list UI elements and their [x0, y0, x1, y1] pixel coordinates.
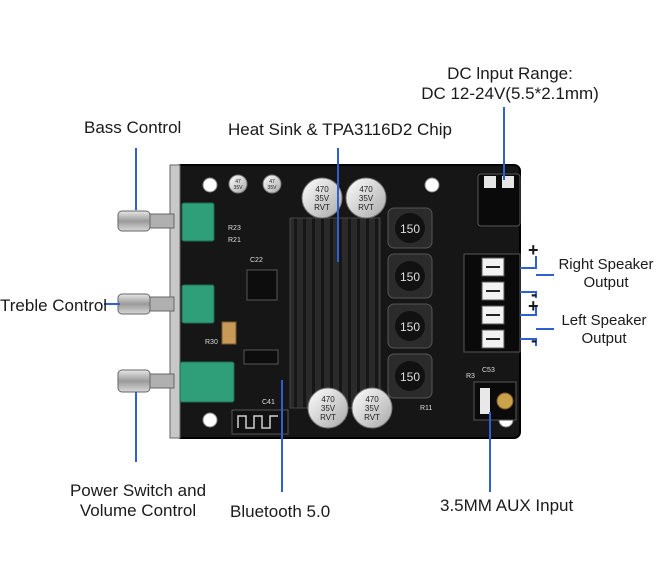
- ics: [221, 269, 279, 365]
- ic-chip: [246, 269, 278, 301]
- ref-label: C53: [482, 367, 495, 374]
- ic-chip: [243, 349, 279, 365]
- bass-control-label: Bass Control: [84, 118, 182, 137]
- svg-text:RVT: RVT: [364, 413, 380, 422]
- bluetooth-antenna: [231, 409, 289, 435]
- svg-text:47: 47: [269, 179, 275, 185]
- left-minus-line: [520, 338, 537, 346]
- inductor-value: 150: [400, 270, 420, 284]
- power-volume-label: Power Switch and Volume Control: [64, 481, 212, 521]
- bluetooth-label: Bluetooth 5.0: [230, 502, 331, 521]
- terminal-screw: [481, 281, 505, 301]
- dc-input-label: DC lnput Range: DC 12-24V(5.5*2.1mm): [420, 64, 600, 104]
- capacitor-top-right: 470 35V RVT: [345, 177, 387, 219]
- treble-pot: [181, 284, 215, 324]
- svg-text:RVT: RVT: [314, 203, 330, 212]
- svg-text:470: 470: [359, 185, 373, 194]
- power-volume-line-2: Volume Control: [79, 501, 197, 520]
- inductor: 150: [387, 207, 433, 249]
- inductor: 150: [387, 253, 433, 299]
- svg-text:470: 470: [321, 395, 335, 404]
- capacitor-small: 47 35V: [262, 174, 282, 194]
- terminal-screw: [481, 257, 505, 277]
- inductor-value: 150: [400, 222, 420, 236]
- terminal-screw: [481, 305, 505, 325]
- capacitor-bottom-right: 470 35V RVT: [351, 387, 393, 429]
- potentiometers: [179, 202, 235, 403]
- dc-jack: [477, 173, 521, 227]
- aux-jack: [473, 381, 517, 421]
- inductor-value: 150: [400, 320, 420, 334]
- dc-input-line-1: DC lnput Range:: [447, 64, 573, 83]
- treble-control-label: Treble Control: [0, 296, 108, 315]
- capacitor-top-left: 470 35V RVT: [301, 177, 343, 219]
- svg-text:35V: 35V: [234, 185, 244, 191]
- svg-text:35V: 35V: [365, 404, 380, 413]
- ref-label: C22: [250, 257, 263, 264]
- speaker-terminals: [463, 253, 521, 353]
- right-speaker-label: Right Speaker Output: [556, 256, 656, 292]
- right-speaker-line-1: Right Speaker: [558, 256, 654, 273]
- inductor: 150: [387, 353, 433, 399]
- left-speaker-line-1: Left Speaker: [561, 312, 647, 329]
- inductor-value: 150: [400, 370, 420, 384]
- terminal-screw: [481, 329, 505, 349]
- heatsink-label: Heat Sink & TPA3116D2 Chip: [228, 120, 452, 139]
- mount-hole: [202, 177, 218, 193]
- treble-knob: [117, 293, 175, 315]
- bass-pot: [181, 202, 215, 242]
- right-plus-sign: +: [528, 240, 539, 260]
- svg-text:470: 470: [365, 395, 379, 404]
- svg-text:35V: 35V: [268, 185, 278, 191]
- svg-text:47: 47: [235, 179, 241, 185]
- ref-label: R3: [466, 373, 475, 380]
- mount-hole: [202, 412, 218, 428]
- left-speaker-line-2: Output: [581, 330, 627, 347]
- left-minus-sign: -: [531, 330, 537, 350]
- capacitor-small: 47 35V: [228, 174, 248, 194]
- right-minus-sign: -: [531, 284, 537, 304]
- callout-lines: [104, 107, 554, 492]
- right-minus-line: [520, 291, 537, 298]
- left-plus-line: [520, 306, 537, 316]
- ref-label: R21: [228, 237, 241, 244]
- ref-label: R30: [205, 339, 218, 346]
- ref-label: R23: [228, 225, 241, 232]
- ref-label: C41: [262, 399, 275, 406]
- ref-label: R11: [420, 405, 432, 412]
- capacitor-bottom-left: 470 35V RVT: [307, 387, 349, 429]
- inductor: 150: [387, 303, 433, 349]
- volume-pot: [179, 361, 235, 403]
- svg-text:470: 470: [315, 185, 329, 194]
- aux-input-label: 3.5MM AUX Input: [440, 496, 574, 515]
- bass-knob: [117, 210, 175, 232]
- svg-text:35V: 35V: [359, 194, 374, 203]
- mount-hole: [424, 177, 440, 193]
- svg-text:35V: 35V: [315, 194, 330, 203]
- inductors: 150 150 150 150: [387, 207, 433, 399]
- power-volume-line-1: Power Switch and: [69, 481, 207, 500]
- capacitors: 470 35V RVT 470 35V RVT 470 35V RVT 470 …: [228, 174, 393, 429]
- resistor-array: [221, 321, 237, 345]
- left-speaker-label: Left Speaker Output: [556, 312, 652, 348]
- heat-sink: [289, 217, 381, 409]
- svg-text:RVT: RVT: [320, 413, 336, 422]
- silkscreen-labels: R23 R21 C22 R30 C41 R3 C53 R11: [205, 225, 495, 412]
- volume-knob: [117, 369, 175, 393]
- knobs: [117, 210, 175, 393]
- left-plus-sign: +: [528, 296, 539, 316]
- dc-input-line-2: DC 12-24V(5.5*2.1mm): [421, 84, 599, 103]
- right-plus-line: [520, 256, 537, 269]
- svg-text:RVT: RVT: [358, 203, 374, 212]
- right-speaker-line-2: Output: [583, 274, 629, 291]
- svg-text:35V: 35V: [321, 404, 336, 413]
